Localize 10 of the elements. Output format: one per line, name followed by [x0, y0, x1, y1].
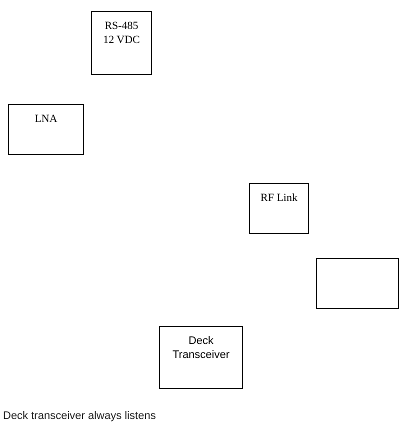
device-box	[316, 258, 399, 309]
device-label: RF Link	[260, 192, 298, 206]
device-box	[91, 11, 152, 75]
device-label: Deck Transceiver	[171, 335, 231, 362]
device-label: LNA	[34, 113, 58, 127]
device-box	[159, 326, 243, 389]
device-box	[249, 183, 309, 234]
device-box	[8, 104, 84, 155]
note-text: Deck transceiver always listens	[3, 409, 156, 424]
device-label: RS-485 12 VDC	[102, 20, 141, 48]
